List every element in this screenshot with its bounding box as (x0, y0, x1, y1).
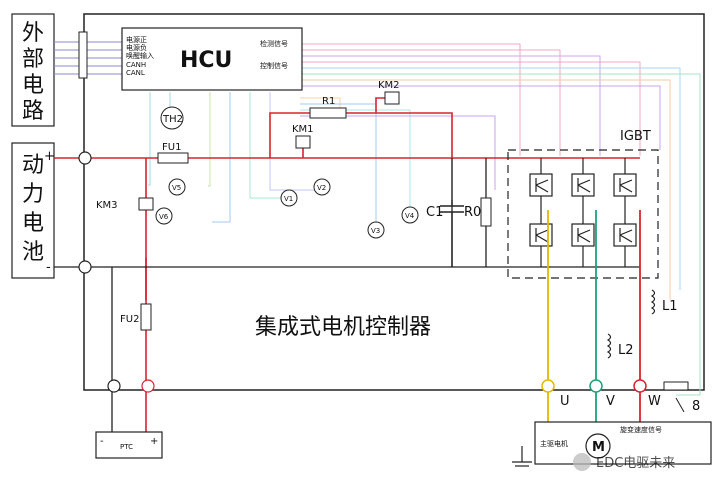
battery-minus: - (46, 260, 51, 275)
c1-label: C1 (426, 205, 443, 220)
v5-label: V5 (172, 184, 181, 192)
external-char-1: 外 (22, 21, 44, 46)
battery-char-4: 池 (22, 240, 44, 265)
svg-text:8: 8 (692, 399, 700, 414)
ptc-label: PTC (120, 443, 133, 451)
svg-text:KM3: KM3 (96, 200, 118, 211)
phase-terminals (541, 379, 647, 393)
hcu-input-5: CANL (126, 69, 145, 77)
v1-label: V1 (284, 195, 293, 203)
th2-sensor: TH2 (160, 106, 184, 130)
motor-label: 主驱电机 (540, 439, 568, 448)
hcu-block: HCU 电源正 电源负 唤醒输入 CANH CANL 检测信号 控制信号 (121, 27, 303, 91)
external-char-2: 部 (22, 47, 44, 72)
control-signal-label: 控制信号 (260, 61, 288, 70)
svg-text:FU1: FU1 (162, 142, 181, 153)
voltage-sensors (155, 178, 419, 239)
watermark: EDC电驱未来 (573, 453, 675, 471)
svg-text:KM1: KM1 (292, 124, 314, 135)
v3-label: V3 (371, 227, 380, 235)
battery-char-2: 力 (22, 182, 44, 207)
svg-text:TH2: TH2 (162, 114, 183, 125)
phase-v-label: V (606, 394, 615, 409)
battery-char-1: 动 (22, 153, 44, 178)
terminals (78, 151, 155, 393)
resistor-r1: R1 (309, 96, 347, 119)
positive-bus (54, 97, 640, 432)
igbt-module: IGBT (507, 129, 659, 279)
svg-text:KM2: KM2 (378, 80, 400, 91)
v2-label: V2 (317, 184, 326, 192)
ptc-block: PTC - + (95, 431, 163, 459)
phase-u-label: U (560, 394, 570, 409)
hcu-input-wires (54, 41, 122, 75)
fuse-fu2: FU2 (120, 303, 152, 331)
detect-signal-label: 检测信号 (260, 39, 288, 48)
voltage-sensor-labels: V5 V6 V1 V2 V3 V4 (159, 184, 415, 235)
controller-box (83, 13, 705, 391)
motor-symbol: M (592, 440, 605, 455)
controller-title: 集成式电机控制器 (255, 315, 431, 340)
battery-char-3: 电 (22, 211, 44, 236)
hcu-input-2: 电源负 (126, 43, 147, 52)
connector-8: 8 (663, 381, 700, 414)
inductor-l2: L2 (606, 333, 634, 359)
external-circuit-block: 外 部 电 路 (11, 13, 55, 127)
fuse-fu1: FU1 (157, 142, 189, 164)
phase-w-label: W (648, 394, 661, 409)
ptc-minus: - (100, 436, 104, 447)
resistor-r0: R0 (464, 197, 492, 227)
ground-symbol (512, 446, 532, 467)
svg-text:R0: R0 (464, 205, 481, 220)
capacitor-c1 (440, 158, 464, 267)
external-char-4: 路 (22, 99, 44, 124)
relay-km2: KM2 (378, 80, 400, 105)
hcu-title: HCU (180, 48, 232, 73)
external-connector (78, 31, 88, 79)
battery-block: 动 力 电 池 + - (11, 142, 55, 279)
relay-km1: KM1 (292, 124, 314, 149)
svg-text:EDC电驱未来: EDC电驱未来 (596, 456, 675, 471)
igbt-label: IGBT (620, 129, 651, 144)
hcu-input-1: 电源正 (126, 35, 147, 44)
relay-km3: KM3 (96, 197, 154, 211)
battery-plus: + (44, 149, 55, 164)
v6-label: V6 (159, 213, 169, 221)
svg-text:L2: L2 (618, 343, 634, 358)
hcu-input-3: 唤醒输入 (126, 51, 154, 60)
external-char-3: 电 (22, 73, 44, 98)
speed-signal-label: 旋变速度信号 (620, 425, 662, 434)
motor-block: 旋变速度信号 主驱电机 M (534, 421, 712, 465)
svg-text:L1: L1 (662, 299, 678, 314)
igbt-switches (529, 158, 637, 267)
ptc-plus: + (150, 436, 158, 447)
v4-label: V4 (405, 212, 415, 220)
inductor-l1: L1 (650, 289, 678, 315)
hcu-input-4: CANH (126, 61, 146, 69)
svg-text:FU2: FU2 (120, 314, 139, 325)
svg-text:R1: R1 (322, 96, 335, 107)
